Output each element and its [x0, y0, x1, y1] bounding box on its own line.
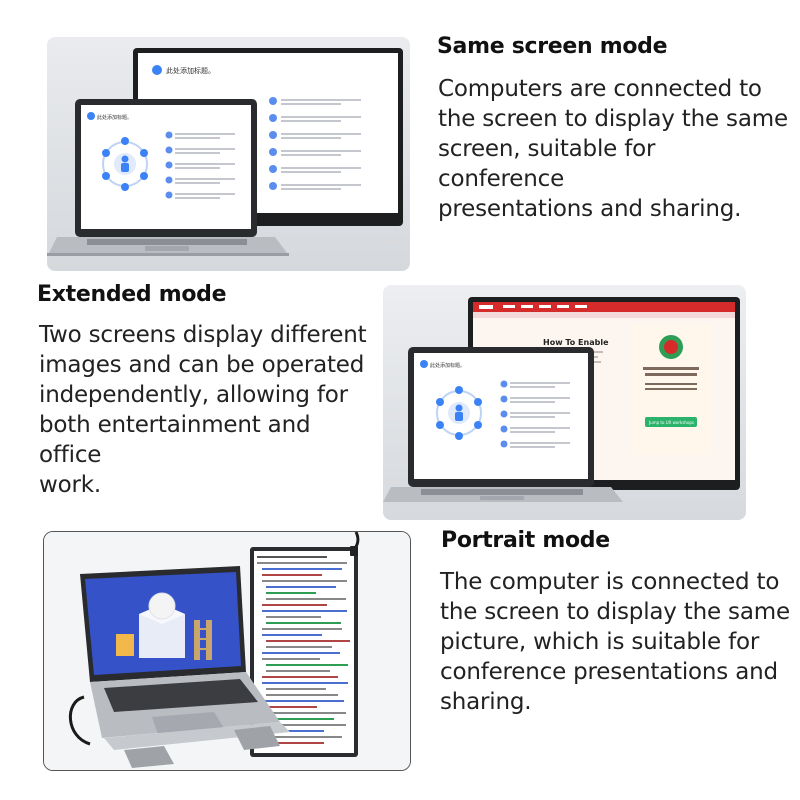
section-title-portrait: Portrait mode	[441, 528, 610, 553]
laptop-stand	[124, 746, 174, 768]
keyboard	[104, 679, 258, 712]
same-screen-photo: 此处添加标题。 此处添加标题。	[47, 37, 410, 271]
portrait-mode-photo	[43, 531, 411, 771]
person-diagram-icon	[102, 137, 148, 191]
extended-laptop-slide-heading: 此处添加标题。	[430, 362, 465, 369]
section-description-portrait: The computer is connected to the screen …	[440, 569, 790, 715]
laptop-slide-logo-icon	[87, 112, 95, 120]
section-description-same-screen: Computers are connected to the screen to…	[438, 76, 788, 222]
section-title-extended: Extended mode	[37, 282, 227, 307]
ux-workshops-button	[645, 417, 697, 427]
ux-workshops-label: Jump to UX workshops	[648, 420, 694, 425]
extended-mode-photo: How To Enable Jump to UX workshops 此处添加标…	[383, 285, 746, 520]
slide-logo-icon	[152, 65, 162, 75]
section-description-extended: Two screens display different images and…	[39, 322, 367, 498]
laptop-slide-logo-icon	[420, 360, 428, 368]
usb-cable	[68, 695, 91, 746]
monitor-slide-heading: 此处添加标题。	[166, 66, 215, 75]
person-diagram-icon	[436, 386, 482, 440]
article-heading: How To Enable	[543, 338, 609, 347]
laptop-slide-heading: 此处添加标题。	[97, 114, 132, 121]
code-lines	[257, 556, 350, 744]
section-title-same-screen: Same screen mode	[437, 34, 668, 59]
glove-illustration-icon	[148, 592, 176, 620]
